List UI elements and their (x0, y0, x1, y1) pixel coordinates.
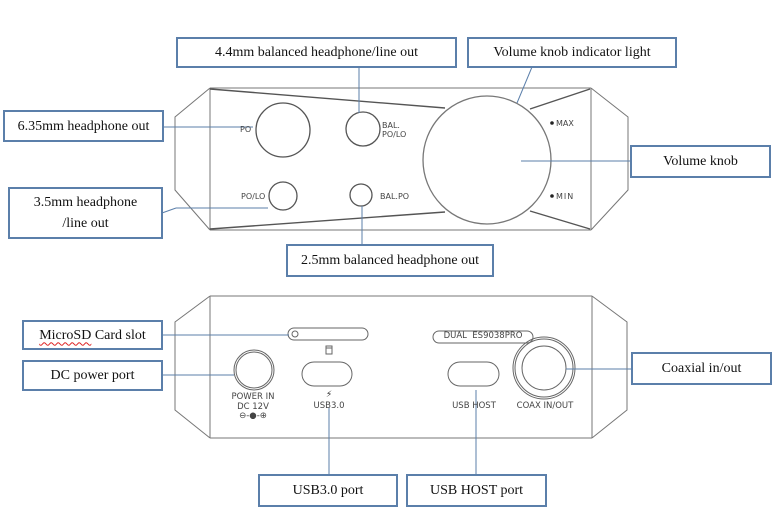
callout-microsd-rest: Card slot (91, 327, 146, 343)
microsd-slot (287, 327, 369, 341)
sd-card-icon (325, 345, 333, 355)
label-bal-line1: BAL. (382, 121, 400, 130)
coax-outer-ring (512, 336, 576, 400)
callout-coaxial: Coaxial in/out (631, 352, 772, 385)
front-face-top-left (209, 88, 446, 109)
label-min: MIN (556, 192, 575, 201)
label-power-in: POWER IN (231, 392, 275, 402)
front-right-bevel (590, 87, 629, 231)
jack-44mm-balanced (345, 111, 381, 147)
front-face-bottom-left (209, 211, 446, 230)
label-usb-host: USB HOST (452, 401, 496, 411)
jack-25mm-balanced (349, 183, 373, 207)
jack-35mm (268, 181, 298, 211)
callout-635mm: 6.35mm headphone out (3, 110, 164, 142)
callout-indicator-light: Volume knob indicator light (467, 37, 677, 68)
callout-volume-knob: Volume knob (630, 145, 771, 178)
callout-usb-host-port: USB HOST port (406, 474, 547, 507)
callout-25mm-balanced: 2.5mm balanced headphone out (286, 244, 494, 277)
callout-35mm-line1: 3.5mm headphone (33, 195, 138, 210)
label-po: PO (240, 125, 252, 134)
callout-usb30-port: USB3.0 port (258, 474, 398, 507)
rear-panel (174, 295, 628, 439)
callout-microsd: MicroSD Card slot (22, 320, 163, 350)
coax-inner (521, 345, 567, 391)
front-face-top-right (529, 88, 591, 110)
label-balpo: BAL.PO (380, 192, 410, 201)
chip-badge (432, 330, 534, 344)
lightning-icon: ⚡ (325, 390, 333, 400)
usb-host-port (447, 361, 500, 387)
min-dot (550, 194, 554, 198)
microsd-slot-hole (291, 330, 299, 338)
label-bal-line2: PO/LO (382, 130, 407, 139)
callout-dc-power: DC power port (22, 360, 163, 391)
front-panel (174, 87, 629, 231)
callout-microsd-word: MicroSD (39, 327, 92, 343)
label-polo: PO/LO (241, 192, 266, 201)
label-coax: COAX IN/OUT (516, 401, 574, 411)
callout-35mm-line2: /line out (62, 216, 109, 231)
usb30-port (301, 361, 353, 387)
label-dc-12v: DC 12V (237, 402, 269, 412)
leader-indicator (516, 66, 533, 104)
front-face-bottom-right (529, 210, 591, 230)
dc-power-jack (233, 349, 275, 391)
label-max: MAX (556, 119, 574, 128)
callout-44mm-balanced: 4.4mm balanced headphone/line out (176, 37, 457, 68)
callout-35mm: 3.5mm headphone /line out (8, 187, 163, 239)
label-usb30: USB3.0 (313, 401, 345, 411)
label-chip: DUAL ES9038PRO (443, 331, 523, 341)
max-dot (550, 121, 554, 125)
jack-635mm (255, 102, 311, 158)
polarity-icon: ⊖-●-⊕ (239, 411, 267, 421)
volume-knob (422, 95, 552, 225)
front-left-bevel (174, 87, 211, 231)
